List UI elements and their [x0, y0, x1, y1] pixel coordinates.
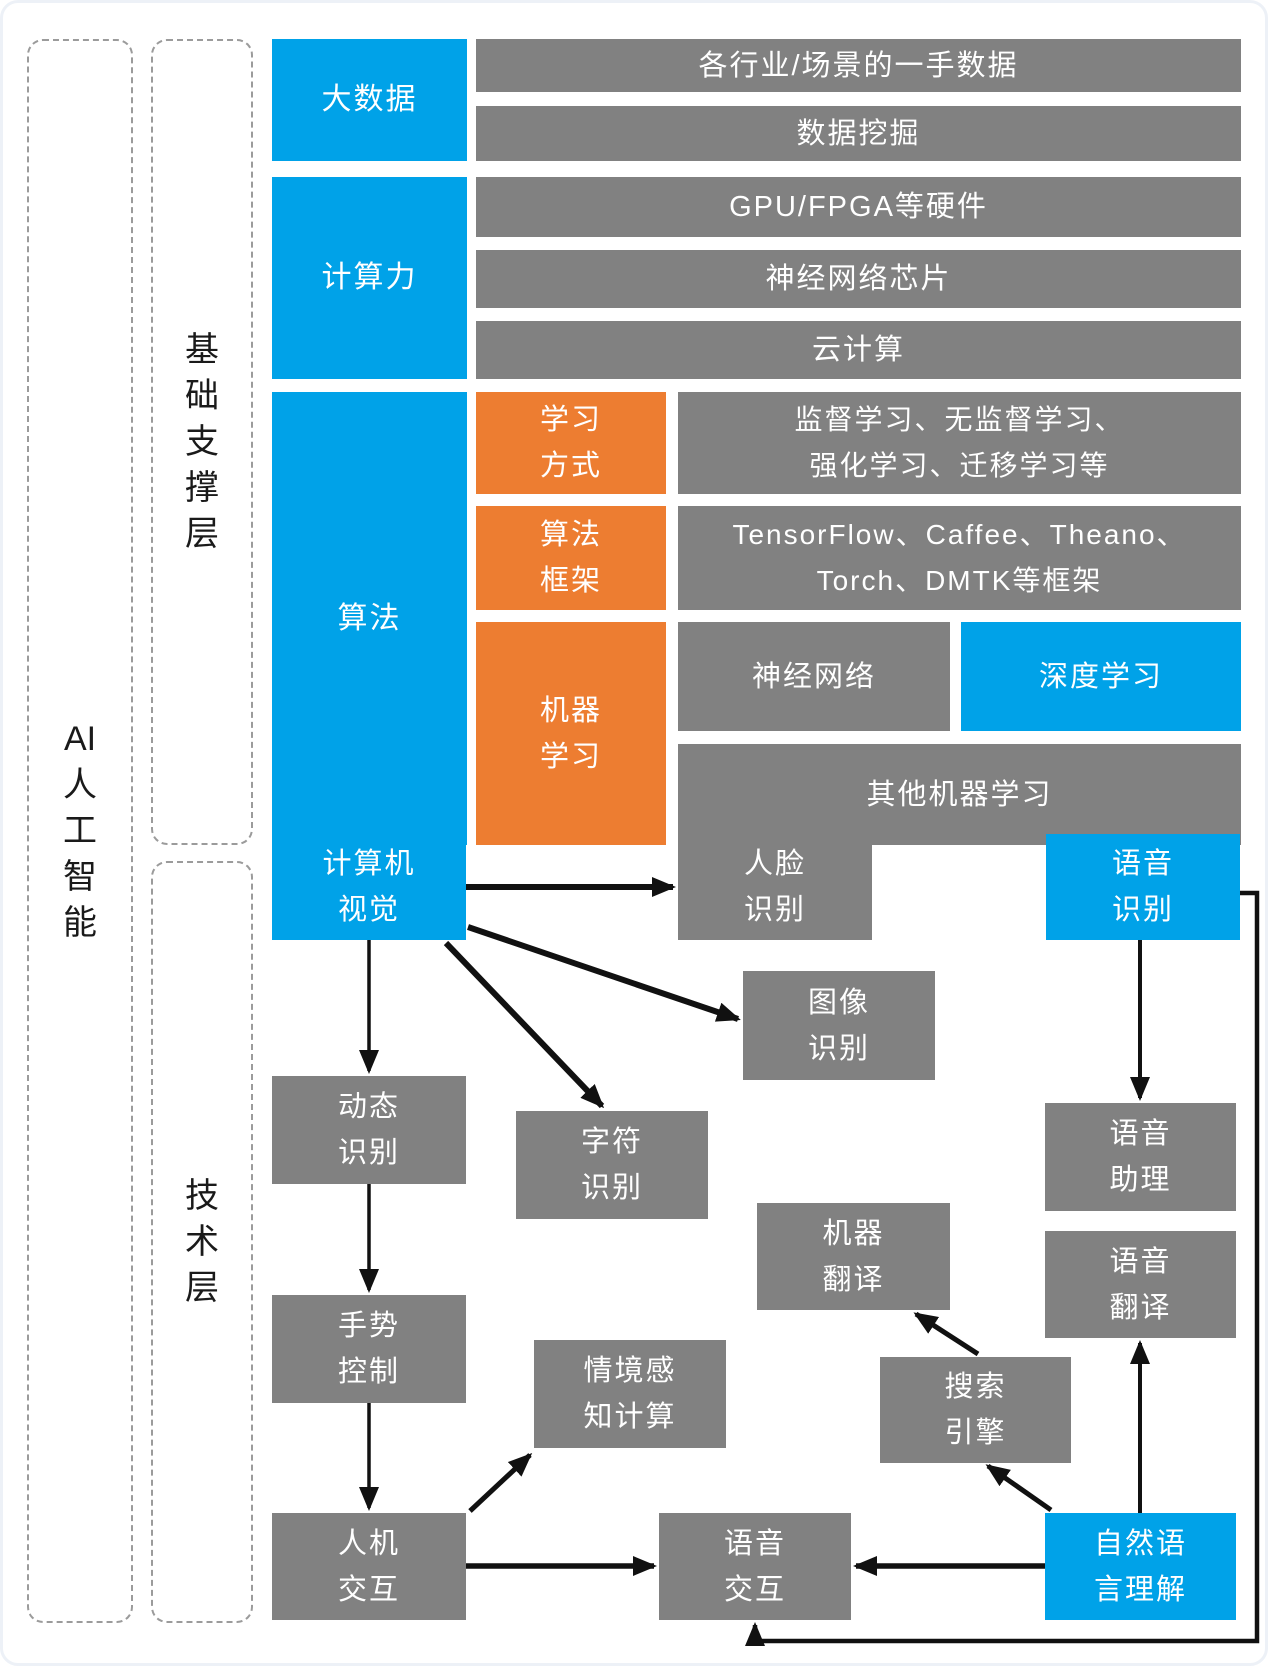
node-voice-interaction: 语音 交互	[659, 1513, 851, 1620]
arrow-nlu-to-search-engine	[985, 1463, 1053, 1513]
frame-foundation-label: 基 础 支 撑 层	[185, 331, 219, 553]
node-gesture-control: 手势 控制	[272, 1295, 466, 1403]
node-face-recognition: 人脸 识别	[678, 834, 872, 940]
node-algorithm: 算法	[272, 392, 467, 845]
node-data-mining-row: 数据挖掘	[476, 106, 1241, 161]
node-character-recognition: 字符 识别	[516, 1111, 708, 1219]
node-computing-power: 计算力	[272, 177, 467, 379]
node-voice-assistant: 语音 助理	[1045, 1103, 1236, 1211]
frame-technology-layer: 技 术 层	[151, 861, 253, 1623]
node-natural-language-understanding: 自然语 言理解	[1045, 1513, 1236, 1620]
frame-foundation-support-layer: 基 础 支 撑 层	[151, 39, 253, 845]
arrow-hci-to-context-aware	[468, 1452, 533, 1513]
node-machine-learning: 机器 学习	[476, 622, 666, 845]
arrow-speech-loop-to-voice-interaction	[745, 890, 1260, 1646]
node-motion-recognition: 动态 识别	[272, 1076, 466, 1184]
arrow-search-to-machine-translation	[913, 1311, 980, 1357]
frame-ai-label: AI 人 工 智 能	[63, 720, 97, 942]
node-frameworks-row: TensorFlow、Caffee、Theano、 Torch、DMTK等框架	[678, 506, 1241, 610]
node-learning-method: 学习 方式	[476, 392, 666, 494]
node-machine-translation: 机器 翻译	[757, 1203, 950, 1310]
frame-ai-artificial-intelligence: AI 人 工 智 能	[27, 39, 133, 1623]
frame-technology-label: 技 术 层	[185, 1177, 219, 1307]
node-computer-vision: 计算机 视觉	[272, 834, 466, 940]
node-neural-network: 神经网络	[678, 622, 950, 731]
node-algo-framework: 算法 框架	[476, 506, 666, 610]
node-supervised-row: 监督学习、无监督学习、 强化学习、迁移学习等	[678, 392, 1241, 494]
node-nn-chip-row: 神经网络芯片	[476, 250, 1241, 308]
arrow-cv-to-character-recognition	[443, 940, 605, 1109]
node-context-aware-computing: 情境感 知计算	[534, 1340, 726, 1448]
node-voice-translation: 语音 翻译	[1045, 1231, 1236, 1338]
node-search-engine: 搜索 引擎	[880, 1357, 1071, 1463]
node-human-computer-interaction: 人机 交互	[272, 1513, 466, 1620]
node-deep-learning: 深度学习	[961, 622, 1241, 731]
connector-arrows	[359, 877, 1260, 1646]
node-big-data: 大数据	[272, 39, 467, 161]
node-gpu-fpga-row: GPU/FPGA等硬件	[476, 177, 1241, 237]
node-other-ml: 其他机器学习	[678, 744, 1241, 845]
arrow-cv-to-image-recognition	[467, 924, 741, 1022]
node-cloud-computing-row: 云计算	[476, 321, 1241, 379]
node-image-recognition: 图像 识别	[743, 971, 935, 1080]
node-industry-data-row: 各行业/场景的一手数据	[476, 39, 1241, 92]
node-speech-recognition: 语音 识别	[1046, 834, 1240, 940]
